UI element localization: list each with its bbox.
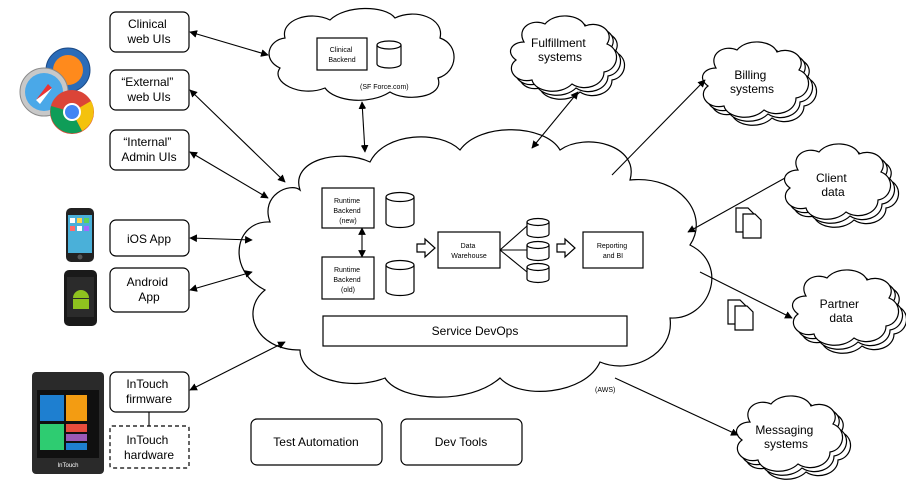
svg-text:Runtime Backend (new): Runtime Backend (new) [333, 198, 362, 225]
intouch-firmware-line1: InTouch [126, 377, 168, 391]
database-icon [376, 40, 402, 69]
svg-text:InTouch firmware: InTouch firmware [126, 377, 172, 406]
intouch-hardware-box [109, 425, 190, 469]
billing-line2: systems [730, 82, 774, 96]
test-automation-box [250, 418, 383, 466]
fulfillment-systems-cloud [509, 15, 625, 100]
database-icon [526, 262, 550, 284]
clinical-backend-box [316, 37, 368, 71]
android-app-box [109, 267, 190, 313]
runtime-old-line3: (old) [341, 287, 355, 294]
messaging-systems-cloud [735, 395, 851, 480]
svg-text:Clinical web UIs: Clinical web UIs [126, 17, 170, 46]
dev-tools-label: Dev Tools [435, 435, 487, 449]
clinical-web-uis-line1: Clinical [128, 17, 167, 31]
fulfillment-line2: systems [538, 50, 582, 64]
clinical-cloud-note: (SF Force.com) [360, 84, 409, 91]
data-warehouse-line2: Warehouse [451, 253, 487, 260]
runtime-old-line2: Backend [333, 277, 360, 284]
aws-note: (AWS) [595, 387, 615, 394]
data-warehouse-line1: Data [461, 243, 476, 250]
internal-admin-uis-line2: Admin UIs [121, 150, 176, 164]
dev-tools-box [400, 418, 523, 466]
service-devops-box [322, 315, 628, 347]
svg-text:Android App: Android App [127, 275, 172, 304]
android-phone-icon [64, 270, 97, 326]
flow-arrow-icon [416, 237, 436, 259]
messaging-line2: systems [764, 437, 808, 451]
partner-data-cloud [791, 269, 906, 354]
android-app-line2: App [138, 290, 160, 304]
ios-app-box [109, 219, 190, 257]
messaging-line1: Messaging [755, 423, 813, 437]
svg-text:“External” web UIs: “External” web UIs [121, 75, 176, 104]
reporting-line1: Reporting [597, 243, 627, 250]
reporting-line2: and BI [603, 253, 623, 260]
intouch-firmware-line2: firmware [126, 392, 172, 406]
client-data-cloud [783, 143, 899, 228]
client-data-line2: data [821, 185, 845, 199]
runtime-new-line3: (new) [339, 218, 357, 225]
clinical-backend-line1: Clinical [330, 47, 353, 54]
ios-app-label: iOS App [127, 232, 171, 246]
intouch-tablet-icon: InTouch [32, 372, 104, 474]
svg-text:Clinical Backend: Clinical Backend [328, 47, 355, 64]
clinical-web-uis-line2: web UIs [126, 32, 170, 46]
document-icon [735, 207, 762, 239]
svg-text:Client data: Client data [816, 171, 850, 199]
svg-text:Reporting and BI: Reporting and BI [597, 243, 629, 260]
svg-text:Billing systems: Billing systems [730, 68, 774, 96]
runtime-new-line1: Runtime [334, 198, 360, 205]
database-icon [385, 259, 415, 297]
svg-text:Partner data: Partner data [820, 297, 863, 325]
billing-line1: Billing [734, 68, 766, 82]
partner-data-line2: data [829, 311, 853, 325]
internal-admin-uis-box [109, 129, 190, 171]
android-app-line1: Android [127, 275, 168, 289]
billing-systems-cloud [701, 41, 817, 126]
reporting-bi-box [582, 231, 644, 269]
service-devops-label: Service DevOps [432, 324, 519, 338]
web-browsers-icon [19, 47, 94, 134]
database-icon [526, 217, 550, 239]
flow-arrow-icon [556, 237, 576, 259]
clinical-web-uis-box [109, 11, 190, 53]
internal-admin-uis-line1: “Internal” [123, 135, 171, 149]
runtime-backend-old-box [321, 256, 375, 300]
intouch-hardware-line2: hardware [124, 448, 174, 462]
svg-text:Fulfillment systems: Fulfillment systems [531, 36, 589, 64]
runtime-backend-new-box [321, 187, 375, 229]
partner-data-line1: Partner [820, 297, 859, 311]
svg-text:“Internal” Admin UIs: “Internal” Admin UIs [121, 135, 176, 164]
runtime-old-line1: Runtime [334, 267, 360, 274]
svg-text:Runtime Backend (old): Runtime Backend (old) [333, 267, 362, 294]
iphone-icon [66, 208, 94, 262]
database-icon [385, 191, 415, 229]
fulfillment-line1: Fulfillment [531, 36, 586, 50]
svg-text:Messaging systems: Messaging systems [755, 423, 816, 451]
svg-text:Data Warehouse: Data Warehouse [451, 243, 487, 260]
external-web-uis-box [109, 69, 190, 111]
intouch-firmware-box [109, 371, 190, 413]
client-data-line1: Client [816, 171, 847, 185]
intouch-hardware-line1: InTouch [126, 433, 168, 447]
external-web-uis-line1: “External” [121, 75, 173, 89]
document-icon [727, 299, 754, 331]
svg-text:InTouch hardware: InTouch hardware [124, 433, 174, 462]
database-icon [526, 240, 550, 262]
intouch-brand-label: InTouch [57, 463, 78, 469]
runtime-new-line2: Backend [333, 208, 360, 215]
data-warehouse-box [437, 231, 501, 269]
external-web-uis-line2: web UIs [126, 90, 170, 104]
test-automation-label: Test Automation [273, 435, 358, 449]
clinical-backend-line2: Backend [328, 57, 355, 64]
connection-arrows [148, 30, 793, 436]
